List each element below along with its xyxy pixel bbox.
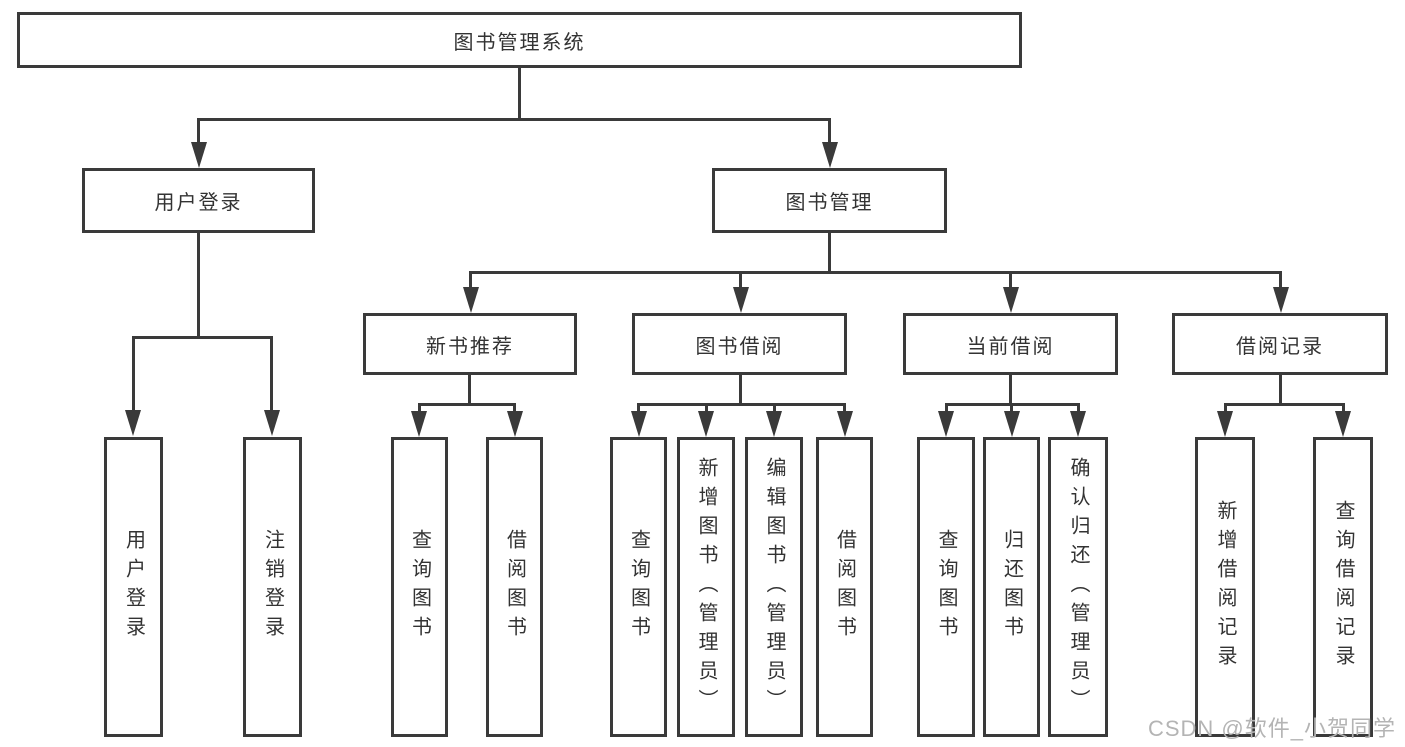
leaf-add-borrow-record: 新增借阅记录 xyxy=(1195,437,1255,737)
leaf-label: 注销登录 xyxy=(261,529,284,645)
arrowhead-leaf xyxy=(698,411,714,437)
edge-leaf-shaft xyxy=(637,403,640,413)
leaf-borrow-books-recommend: 借阅图书 xyxy=(486,437,543,737)
arrowhead-leaf xyxy=(938,411,954,437)
edge-to-leaf-logout xyxy=(270,336,273,413)
node-library-system: 图书管理系统 xyxy=(17,12,1022,68)
edge-user-login-trunk xyxy=(197,231,200,336)
node-label: 当前借阅 xyxy=(966,335,1055,358)
leaf-label: 查询图书 xyxy=(935,529,957,645)
edge-new-book-trunk xyxy=(468,373,471,405)
edge-leaf-shaft xyxy=(1342,403,1345,413)
node-book-management: 图书管理 xyxy=(712,168,947,233)
edge-to-book-management xyxy=(828,118,831,146)
edge-leaf-shaft xyxy=(843,403,846,413)
leaf-label: 用户登录 xyxy=(122,529,145,645)
node-label: 新书推荐 xyxy=(426,335,514,358)
watermark: CSDN @软件_小贺同学 xyxy=(1147,716,1396,741)
arrowhead-book-borrow xyxy=(733,287,749,313)
edge-current-borrow-trunk xyxy=(1009,373,1012,405)
edge-new-book-branch xyxy=(418,403,515,406)
arrowhead-leaf xyxy=(507,411,523,437)
edge-to-new-book xyxy=(469,271,472,289)
arrowhead-leaf xyxy=(1070,411,1086,437)
arrowhead-leaf xyxy=(1004,411,1020,437)
edge-leaf-shaft xyxy=(1077,403,1080,413)
leaf-label: 编辑图书（管理员） xyxy=(763,456,785,718)
edge-to-current-borrow xyxy=(1009,271,1012,289)
leaf-return-books: 归还图书 xyxy=(983,437,1040,737)
edge-to-borrow-records xyxy=(1279,271,1282,289)
leaf-label: 借阅图书 xyxy=(833,529,856,645)
node-current-borrow: 当前借阅 xyxy=(903,313,1118,375)
leaf-add-books-admin: 新增图书（管理员） xyxy=(677,437,735,737)
node-borrow-records: 借阅记录 xyxy=(1172,313,1388,375)
leaf-label: 新增借阅记录 xyxy=(1214,500,1236,674)
leaf-logout: 注销登录 xyxy=(243,437,302,737)
edge-to-user-login xyxy=(197,118,200,146)
leaf-label: 借阅图书 xyxy=(503,529,526,645)
edge-leaf-shaft xyxy=(1010,403,1013,413)
edge-leaf-shaft xyxy=(705,403,708,413)
leaf-query-books-borrow: 查询图书 xyxy=(610,437,667,737)
leaf-query-books-recommend: 查询图书 xyxy=(391,437,448,737)
node-label: 图书管理 xyxy=(785,192,874,214)
leaf-label: 新增图书（管理员） xyxy=(695,456,717,718)
node-label: 借阅记录 xyxy=(1236,335,1324,358)
edge-book-management-branch xyxy=(469,271,1282,274)
leaf-edit-books-admin: 编辑图书（管理员） xyxy=(745,437,803,737)
leaf-query-borrow-record: 查询借阅记录 xyxy=(1313,437,1373,737)
node-new-book-recommend: 新书推荐 xyxy=(363,313,577,375)
leaf-label: 查询图书 xyxy=(408,529,431,645)
leaf-label: 归还图书 xyxy=(1000,529,1023,645)
arrowhead-leaf xyxy=(1335,411,1351,437)
arrowhead-user-login xyxy=(191,142,207,168)
node-book-borrow: 图书借阅 xyxy=(632,313,847,375)
node-user-login: 用户登录 xyxy=(82,168,315,233)
edge-book-borrow-trunk xyxy=(739,373,742,405)
leaf-label: 查询图书 xyxy=(627,529,650,645)
arrowhead-leaf xyxy=(837,411,853,437)
edge-leaf-shaft xyxy=(418,403,421,413)
arrowhead-leaf-logout xyxy=(264,410,280,436)
leaf-user-login: 用户登录 xyxy=(104,437,163,737)
edge-to-book-borrow xyxy=(739,271,742,289)
edge-to-leaf-login xyxy=(132,336,135,413)
edge-user-login-branch xyxy=(132,336,273,339)
edge-leaf-shaft xyxy=(513,403,516,413)
arrowhead-leaf xyxy=(411,411,427,437)
leaf-label: 查询借阅记录 xyxy=(1332,500,1354,674)
arrowhead-book-management xyxy=(822,142,838,168)
arrowhead-leaf-login xyxy=(125,410,141,436)
leaf-query-books-current: 查询图书 xyxy=(917,437,975,737)
node-label: 用户登录 xyxy=(154,192,243,214)
edge-borrow-records-branch xyxy=(1224,403,1344,406)
edge-book-borrow-branch xyxy=(637,403,846,406)
arrowhead-borrow-records xyxy=(1273,287,1289,313)
leaf-label: 确认归还（管理员） xyxy=(1067,456,1089,718)
arrowhead-leaf xyxy=(1217,411,1233,437)
leaf-borrow-books: 借阅图书 xyxy=(816,437,873,737)
edge-book-management-trunk xyxy=(828,231,831,273)
edge-borrow-records-trunk xyxy=(1279,373,1282,405)
node-label: 图书借阅 xyxy=(695,335,784,358)
leaf-confirm-return-admin: 确认归还（管理员） xyxy=(1048,437,1108,737)
edge-root-branch xyxy=(197,118,831,121)
arrowhead-leaf xyxy=(766,411,782,437)
arrowhead-new-book xyxy=(463,287,479,313)
arrowhead-current-borrow xyxy=(1003,287,1019,313)
edge-leaf-shaft xyxy=(945,403,948,413)
arrowhead-leaf xyxy=(631,411,647,437)
edge-root-trunk xyxy=(518,66,521,118)
node-label: 图书管理系统 xyxy=(453,31,586,54)
edge-leaf-shaft xyxy=(773,403,776,413)
edge-leaf-shaft xyxy=(1224,403,1227,413)
